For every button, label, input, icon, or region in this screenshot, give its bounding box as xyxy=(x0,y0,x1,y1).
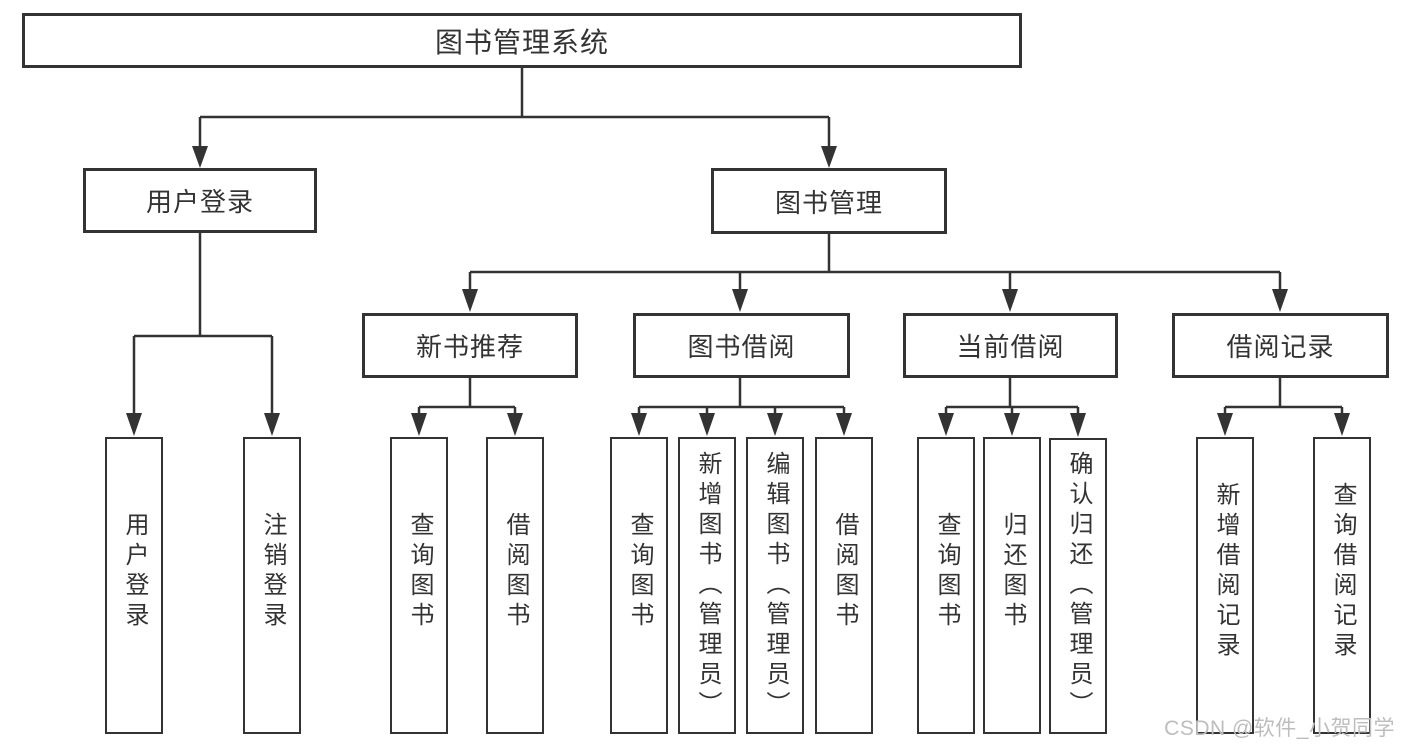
node-label: 借阅图书 xyxy=(831,511,858,632)
node-leaf-add-books-admin: 新增图书（管理员） xyxy=(678,437,736,734)
node-book-borrowing: 图书借阅 xyxy=(633,313,850,378)
arrowheads xyxy=(126,146,1350,437)
node-leaf-query-books-borrowing: 查询图书 xyxy=(610,437,668,734)
node-leaf-borrow-books: 借阅图书 xyxy=(815,437,873,734)
node-label: 归还图书 xyxy=(999,511,1026,632)
node-label: 新增图书（管理员） xyxy=(694,450,721,721)
node-leaf-user-login: 用户登录 xyxy=(105,437,163,734)
node-leaf-query-books-current: 查询图书 xyxy=(917,437,975,734)
node-book-management-system: 图书管理系统 xyxy=(22,13,1022,68)
node-label: 确认归还（管理员） xyxy=(1065,451,1092,721)
node-borrowing-records: 借阅记录 xyxy=(1172,313,1389,378)
node-label: 查询图书 xyxy=(406,511,433,632)
node-leaf-return-books: 归还图书 xyxy=(983,437,1041,734)
node-user-login: 用户登录 xyxy=(83,168,317,233)
node-label: 借阅图书 xyxy=(502,511,529,632)
node-leaf-add-borrow-record: 新增借阅记录 xyxy=(1196,437,1254,734)
node-new-book-recommendation: 新书推荐 xyxy=(362,313,578,378)
node-leaf-confirm-return-admin: 确认归还（管理员） xyxy=(1049,438,1107,734)
node-label: 用户登录 xyxy=(121,511,148,632)
node-label: 新增借阅记录 xyxy=(1212,481,1239,662)
node-current-borrowing: 当前借阅 xyxy=(903,313,1118,378)
csdn-watermark: CSDN @软件_小贺同学 xyxy=(1164,717,1395,740)
node-book-management: 图书管理 xyxy=(711,168,947,234)
node-leaf-borrow-books-recommendation: 借阅图书 xyxy=(486,437,544,734)
node-label: 查询图书 xyxy=(626,511,653,632)
node-leaf-query-borrow-record: 查询借阅记录 xyxy=(1313,437,1371,734)
node-label: 查询借阅记录 xyxy=(1329,481,1356,662)
node-leaf-edit-books-admin: 编辑图书（管理员） xyxy=(746,437,804,734)
node-leaf-query-books-recommendation: 查询图书 xyxy=(390,437,448,734)
node-leaf-logout: 注销登录 xyxy=(243,437,301,734)
node-label: 编辑图书（管理员） xyxy=(762,450,789,721)
node-label: 查询图书 xyxy=(933,511,960,632)
node-label: 注销登录 xyxy=(259,511,286,632)
